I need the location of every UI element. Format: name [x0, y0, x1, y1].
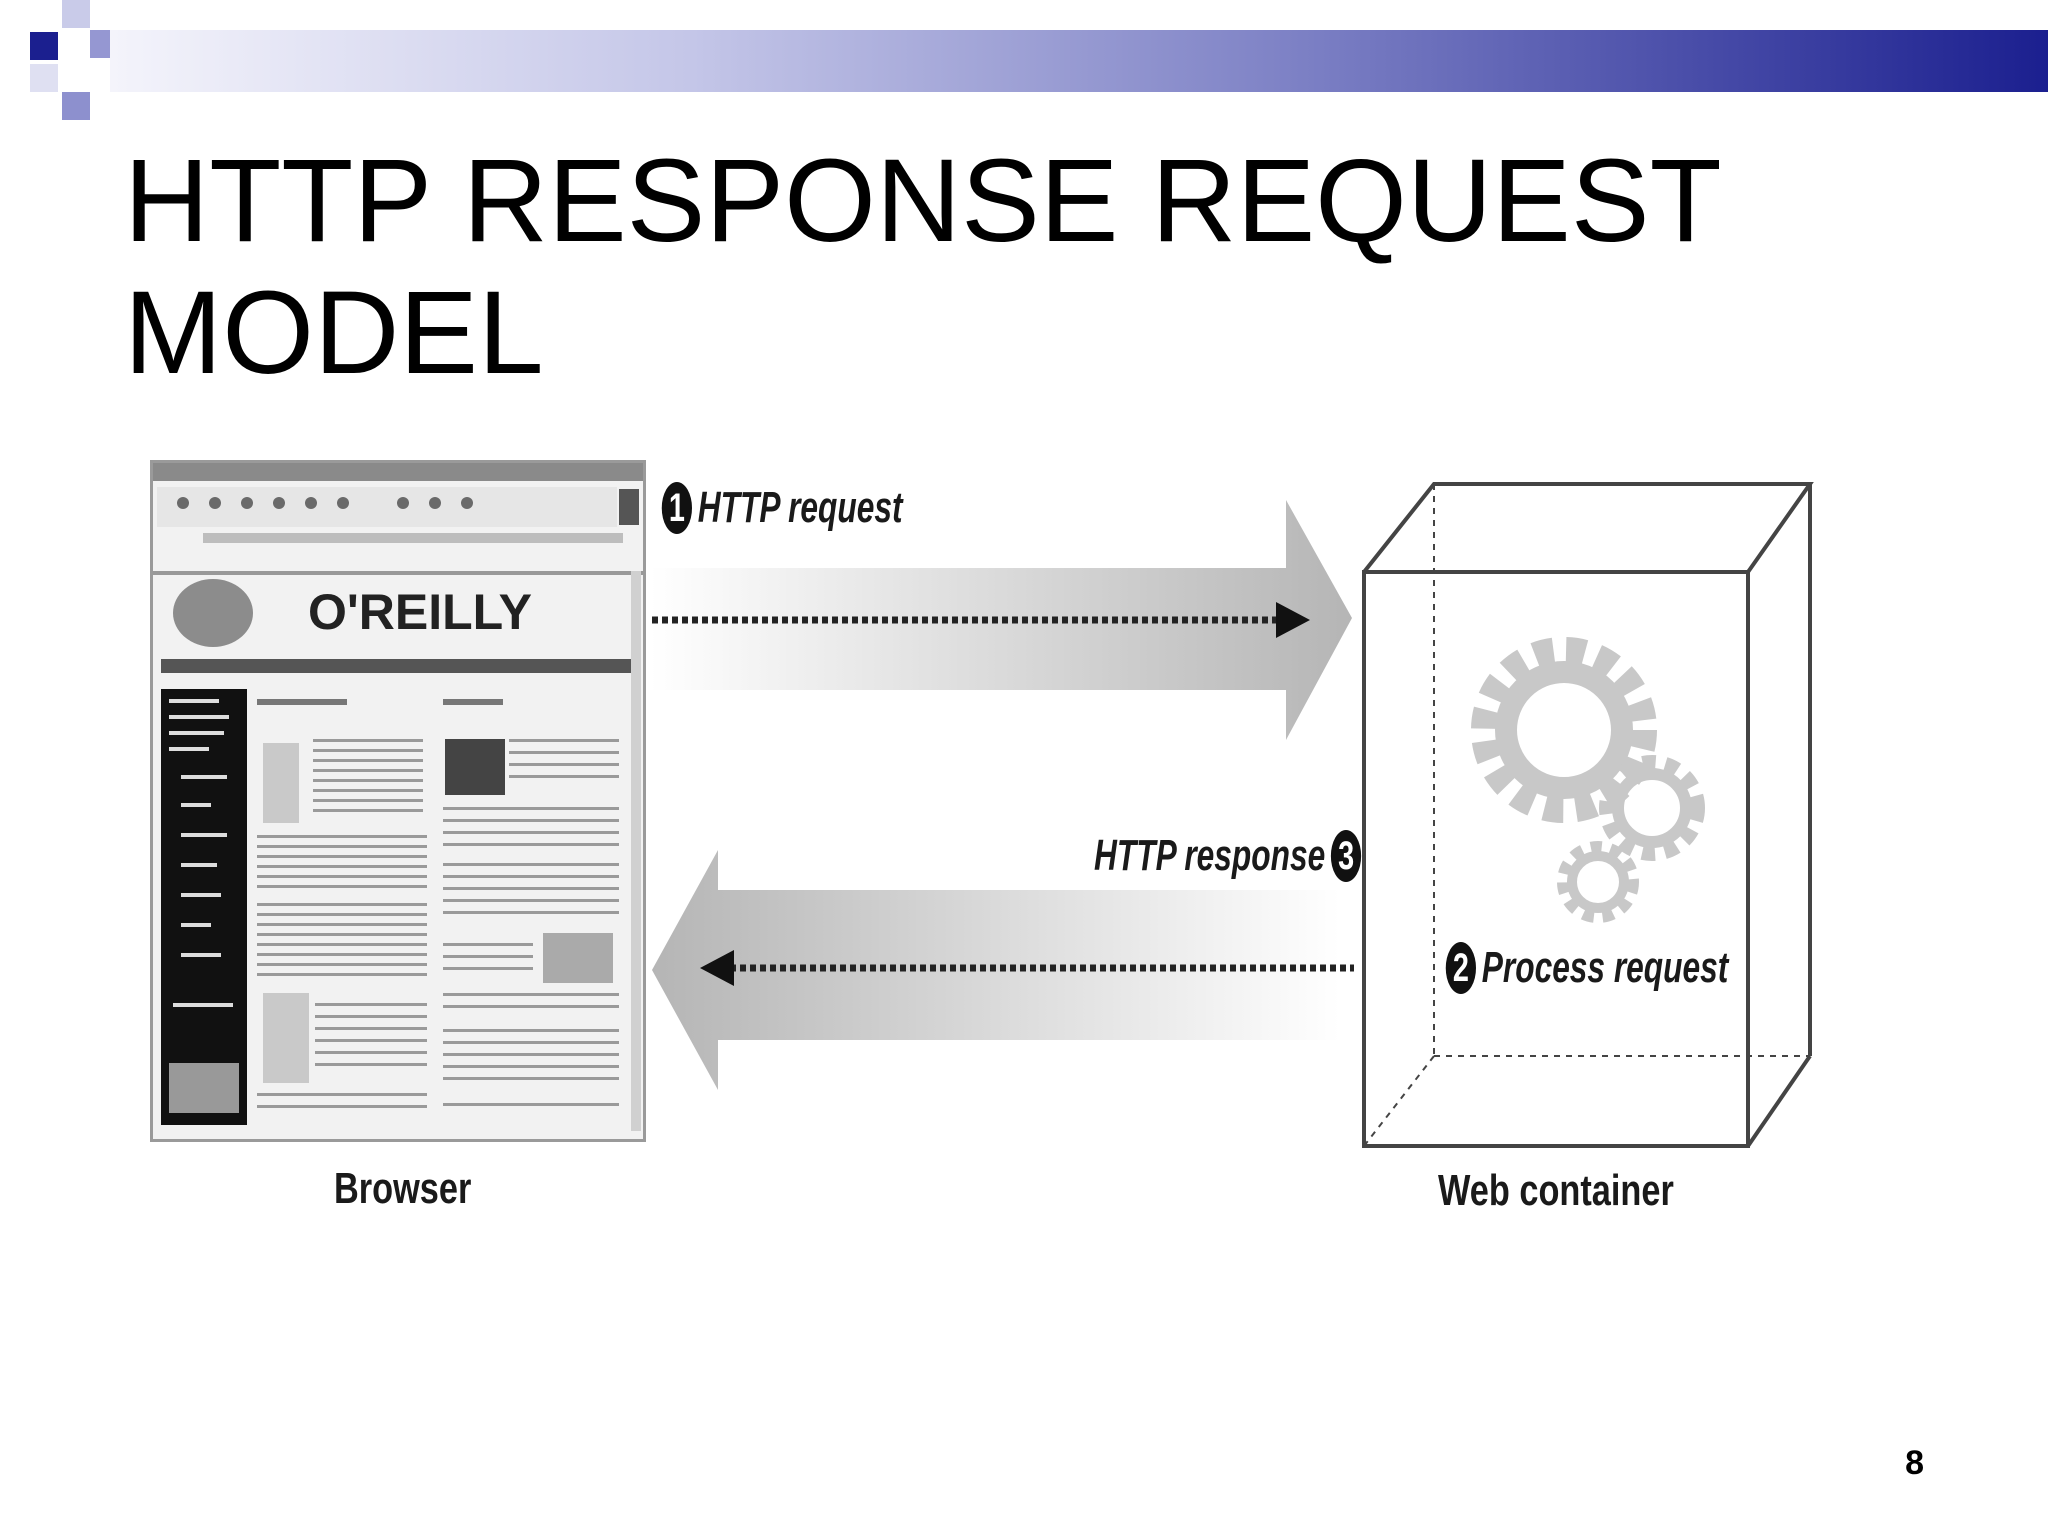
browser-logo-text: O'REILLY [308, 584, 532, 640]
corner-square-mid2 [62, 92, 90, 120]
corner-square-dark [30, 32, 58, 60]
gear-icon-medium [1599, 755, 1705, 861]
slide-title-line-2: MODEL [124, 267, 544, 399]
slide-title-line-1: HTTP RESPONSE REQUEST [124, 135, 1722, 267]
step-1-text: HTTP request [697, 483, 903, 532]
browser-page-thumbnail: O'REILLY [153, 463, 643, 1131]
step-1-label: 1 HTTP request [656, 482, 903, 534]
step-2-label: 2 Process request [1440, 942, 1728, 994]
web-container-caption: Web container [1438, 1166, 1674, 1215]
step-2-badge: 2 [1445, 942, 1476, 994]
http-response-arrow [652, 850, 1354, 1090]
page-number: 8 [1905, 1444, 1924, 1482]
step-3-badge: 3 [1330, 830, 1362, 882]
step-2-text: Process request [1481, 943, 1729, 992]
corner-square-pale [30, 64, 58, 92]
browser-window-illustration: O'REILLY [150, 460, 646, 1142]
corner-square-light [62, 0, 90, 28]
gear-icon-large [1471, 637, 1657, 823]
http-request-arrow [650, 500, 1352, 740]
step-3-label: HTTP response 3 [1094, 830, 1367, 882]
step-3-text: HTTP response [1094, 831, 1326, 880]
browser-caption: Browser [334, 1164, 472, 1213]
step-1-badge: 1 [661, 482, 692, 534]
gear-icon-small [1557, 841, 1639, 923]
header-gradient-bar [110, 30, 2048, 92]
slide-title: HTTP RESPONSE REQUEST MODEL [124, 135, 1924, 399]
